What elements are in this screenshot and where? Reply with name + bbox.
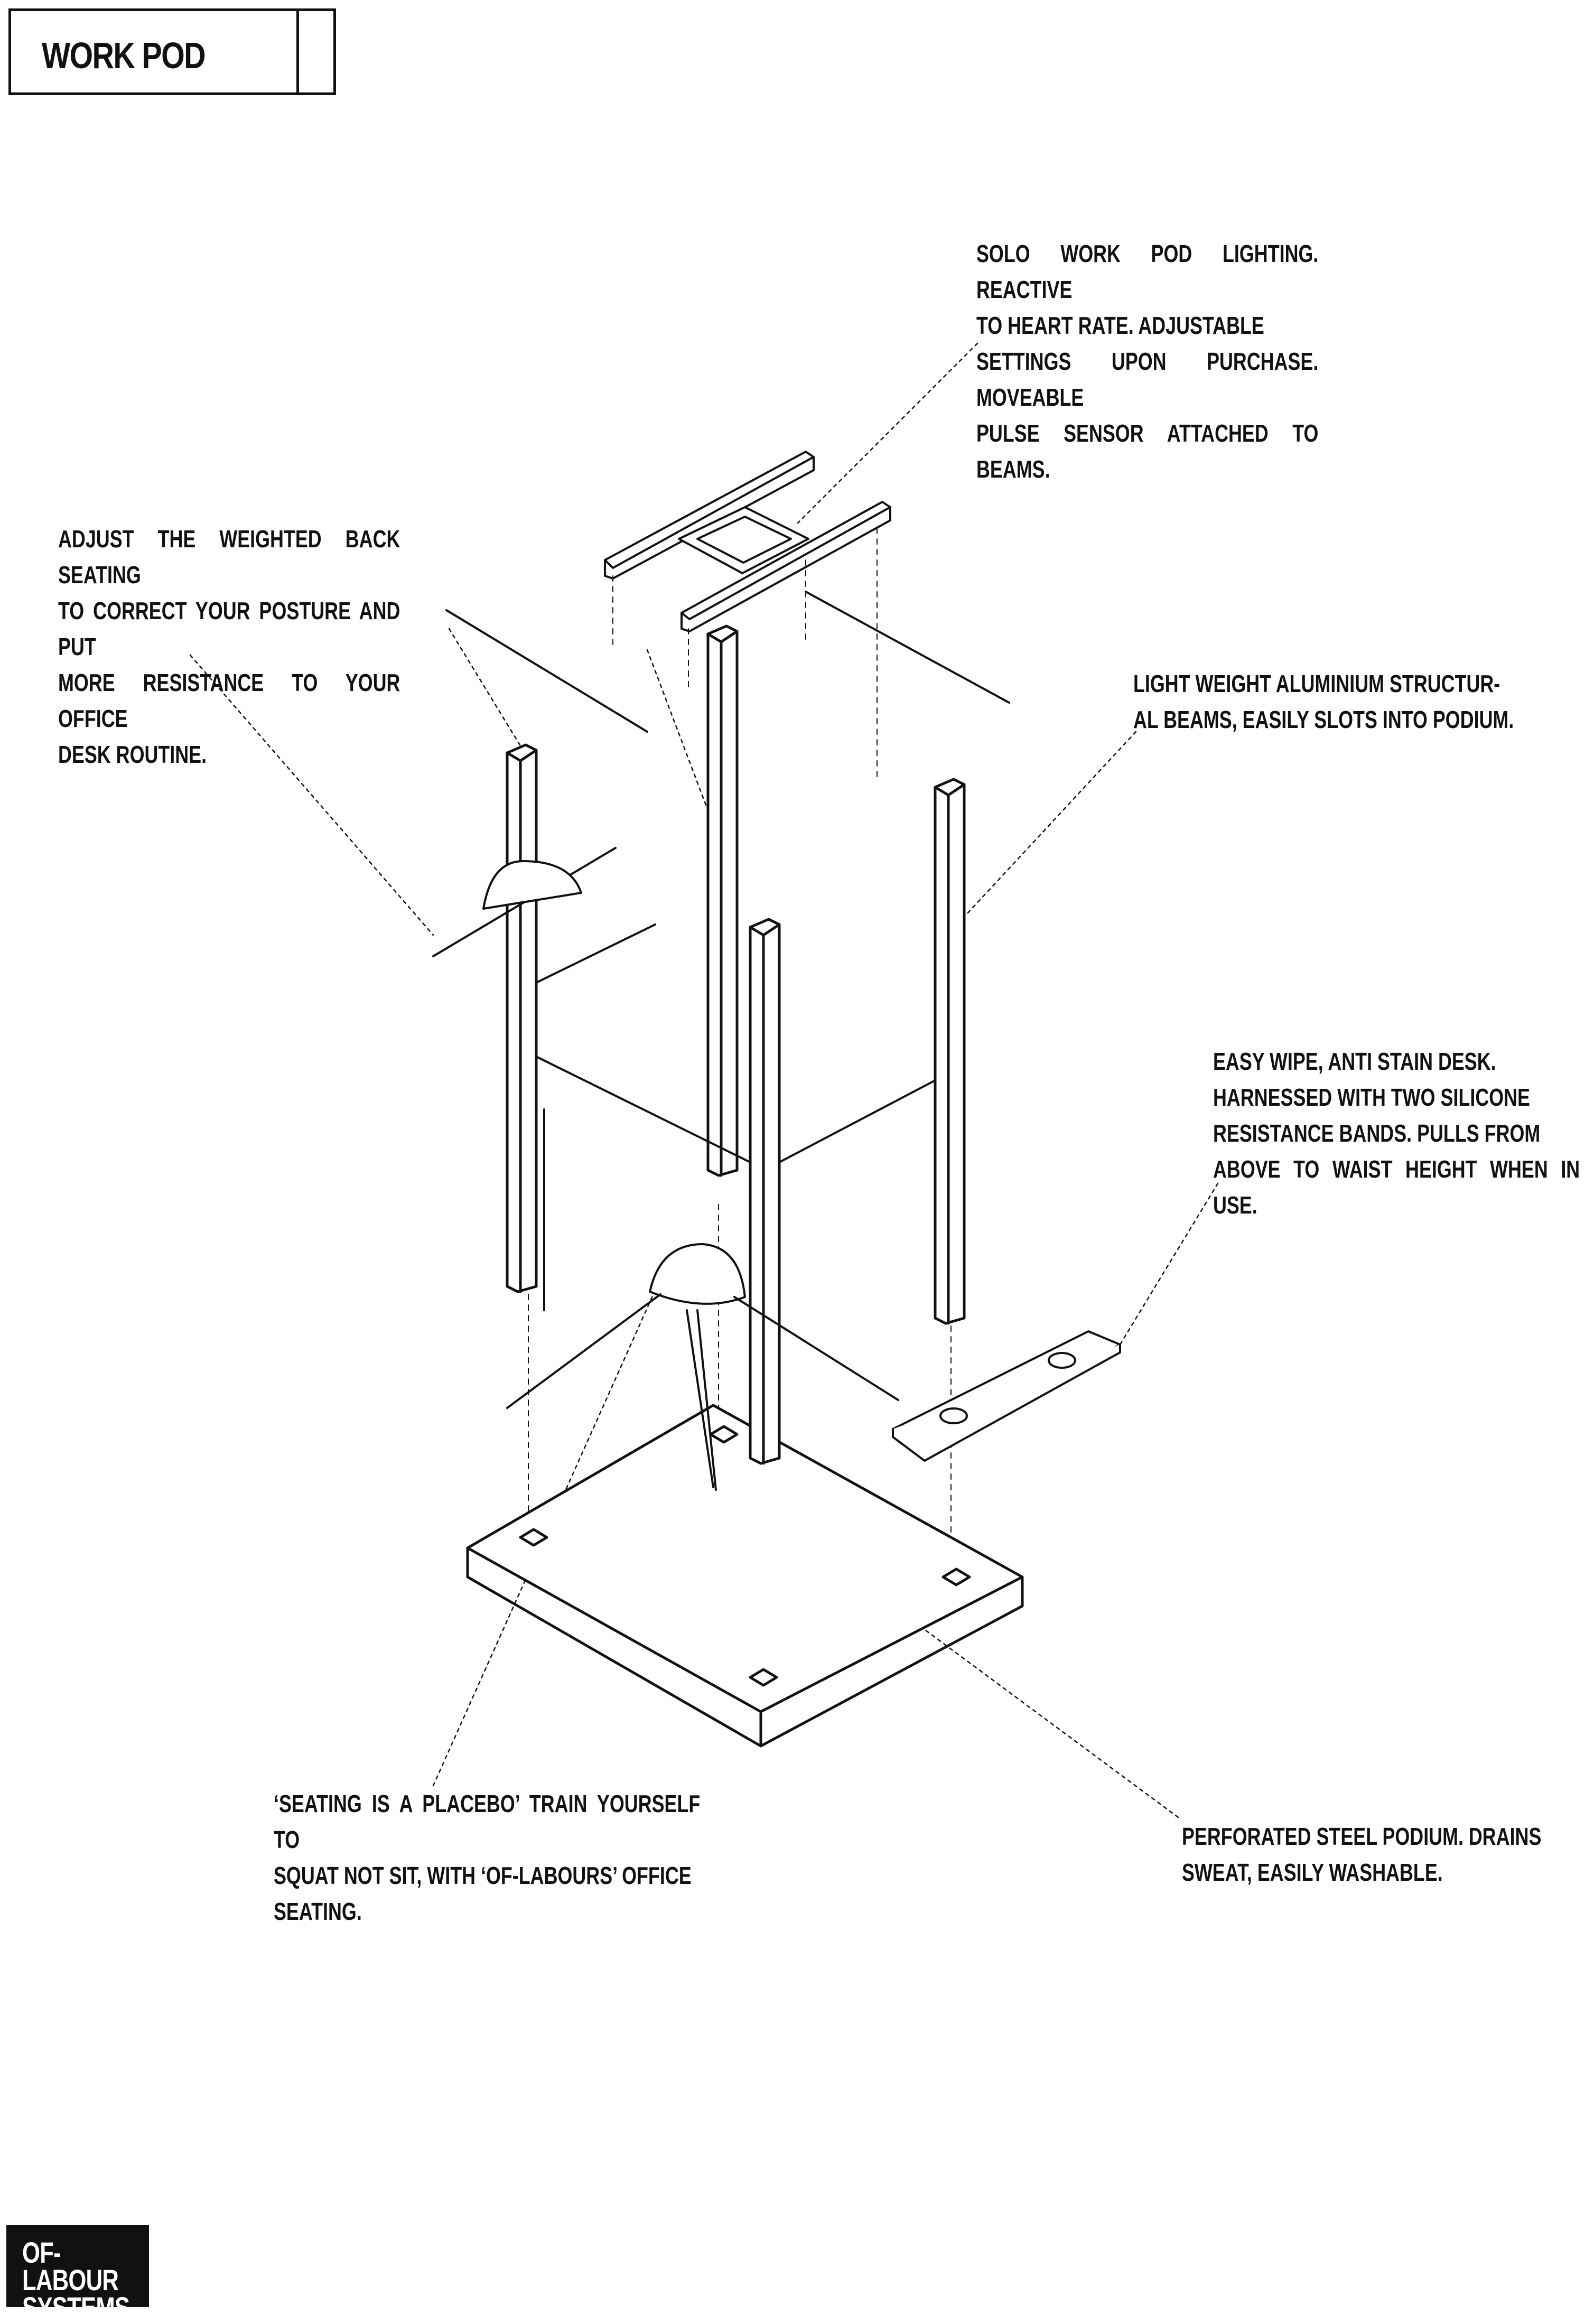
lighting-rails xyxy=(604,451,891,632)
annotation-desk: EASY WIPE, ANTI STAIN DESK. HARNESSED WI… xyxy=(1213,1048,1580,1219)
annotation-podium: PERFORATED STEEL PODIUM. DRAINS SWEAT, E… xyxy=(1182,1823,1542,1886)
desk xyxy=(892,1330,1121,1462)
leader-seat-wire-a xyxy=(448,628,524,751)
rail-right xyxy=(680,501,891,620)
leader-desk xyxy=(1119,1182,1219,1346)
brand-logo: OF-LABOUR SYSTEMS xyxy=(6,2225,149,2322)
leader-seating-back xyxy=(189,654,434,936)
annotation-seating-back: ADJUST THE WEIGHTED BACK SEATING TO CORR… xyxy=(58,525,400,768)
page-title: WORK POD xyxy=(42,35,206,76)
leader-podium xyxy=(892,1605,1179,1818)
title-divider xyxy=(296,11,299,92)
annotation-beams: LIGHT WEIGHT ALUMINIUM STRUCTUR- AL BEAM… xyxy=(1133,670,1514,733)
title-box: WORK POD xyxy=(8,8,336,95)
beam-front xyxy=(749,918,781,1465)
beam-right xyxy=(934,778,966,1325)
beam-back xyxy=(706,624,739,1177)
leader-lighting xyxy=(797,342,978,524)
squat-seat-dome xyxy=(649,1243,746,1305)
seats xyxy=(482,860,899,1491)
annotation-lighting: SOLO WORK POD LIGHTING. REACTIVE TO HEAR… xyxy=(976,240,1319,483)
podium xyxy=(466,1404,1024,1748)
annotation-seating-placebo: ‘SEATING IS A PLACEBO’ TRAIN YOURSELF TO… xyxy=(274,1790,701,1925)
beam-left xyxy=(506,743,538,1293)
back-seat-dome xyxy=(482,860,582,910)
leader-beams xyxy=(966,731,1137,915)
light-panel xyxy=(678,506,809,574)
structural-beams xyxy=(506,624,966,1465)
